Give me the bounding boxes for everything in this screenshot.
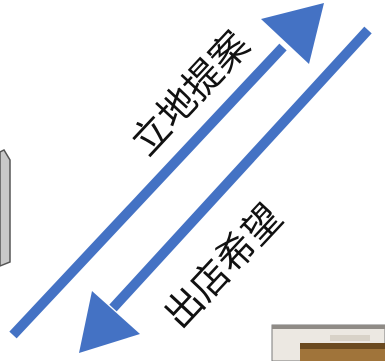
building-edge-image xyxy=(0,149,11,267)
arrowhead-down-left xyxy=(79,291,140,353)
arrow-shaft xyxy=(9,43,287,339)
arrowhead-up-right xyxy=(261,3,324,64)
arrow-store-request xyxy=(79,26,372,353)
lower-arrow-label: 出店希望 xyxy=(155,196,291,337)
arrow-location-proposal xyxy=(9,3,324,339)
storefront-photo-image xyxy=(271,324,385,361)
arrow-shaft xyxy=(109,26,372,312)
